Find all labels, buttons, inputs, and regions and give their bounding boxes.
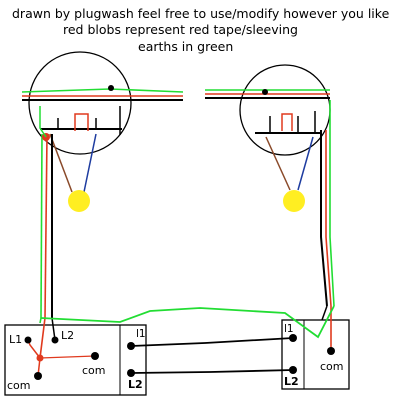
- left-rose-red-jumper: [74, 113, 89, 131]
- right-drop-red: [325, 130, 332, 307]
- right-label-com: com: [320, 360, 344, 373]
- left-earth-return: [39, 317, 42, 324]
- left-label-l1: L1: [9, 333, 22, 346]
- right-drop-green: [329, 100, 335, 307]
- left-drop-green: [40, 133, 43, 319]
- right-lamp-flex-blue: [297, 136, 314, 191]
- left-drop-red: [44, 133, 48, 319]
- strapper-earth: [40, 305, 335, 339]
- left-label-com-inner: com: [82, 364, 106, 377]
- left-rose-cable-green: [21, 88, 184, 93]
- left-switch-red-in: [39, 317, 46, 359]
- left-switch-com-to-inner: [39, 355, 96, 359]
- left-lamp-flex-brown: [49, 133, 73, 193]
- left-label-t1: l1: [136, 328, 146, 340]
- left-rose-earth-link: [39, 106, 47, 138]
- note-red-blobs: red blobs represent red tape/sleeving: [63, 22, 298, 37]
- right-label-t1: l1: [284, 323, 294, 335]
- left-terminal-com-inner: [91, 352, 99, 360]
- left-switch-box: [4, 324, 147, 396]
- left-switch-black-in: [51, 317, 56, 341]
- right-rose-blob: [262, 89, 268, 95]
- strapper-black-t2: [130, 369, 294, 374]
- note-author: drawn by plugwash feel free to use/modif…: [12, 6, 390, 21]
- left-rose-circle: [28, 51, 132, 155]
- right-label-t2: L2: [284, 375, 299, 388]
- strapper-black-t1: [130, 337, 294, 347]
- left-switch: L1 L2 com com l1 L2: [4, 317, 147, 396]
- right-ceiling-rose: [205, 64, 331, 212]
- right-lamp-flex-brown: [265, 136, 291, 191]
- left-terminal-l2: [51, 336, 59, 344]
- left-terminal-com-outer: [34, 372, 42, 380]
- left-label-com-outer: com: [7, 379, 31, 392]
- left-lamp-flex-blue: [83, 133, 97, 193]
- left-terminal-l1: [24, 336, 32, 344]
- right-switch-box: [281, 319, 350, 390]
- left-label-t2: L2: [128, 378, 143, 391]
- left-label-l2: L2: [61, 329, 74, 342]
- left-rose-blob: [108, 85, 114, 91]
- right-terminal-com: [327, 347, 335, 355]
- right-rose-circle: [239, 64, 331, 156]
- right-lamp-bulb: [283, 190, 305, 212]
- right-drop-black: [320, 130, 328, 307]
- note-earths: earths in green: [138, 39, 233, 54]
- right-switch-black-in: [321, 305, 328, 321]
- right-rose-red-jumper: [281, 113, 293, 131]
- left-switch-red-blob: [36, 354, 44, 362]
- left-lamp-bulb: [68, 190, 90, 212]
